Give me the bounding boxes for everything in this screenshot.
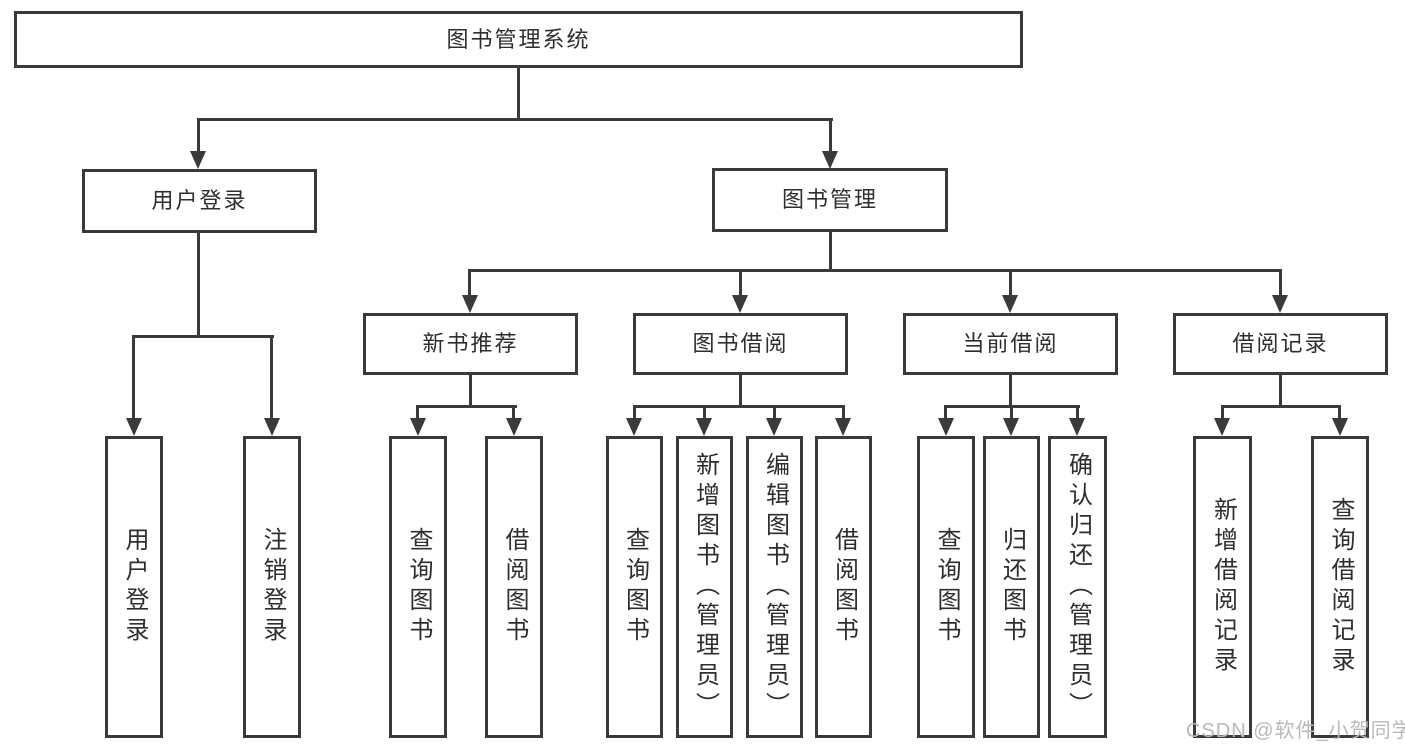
leaf-logout: 注销登录 [243, 436, 301, 738]
arrowhead-bor1 [626, 418, 642, 436]
arrowhead-rec1 [410, 418, 426, 436]
connector-level1-branch [197, 118, 833, 121]
connector-rec1-stem [416, 405, 419, 420]
arrowhead-book-management [822, 151, 838, 169]
arrowhead-recommend [462, 295, 478, 313]
arrowhead-cur3 [1069, 418, 1085, 436]
leaf-return-book: 归还图书 [983, 436, 1040, 738]
leaf-query-books-borrow: 查询图书 [606, 436, 663, 738]
node-book-management: 图书管理 [712, 168, 948, 232]
connector-login-branch [132, 335, 274, 338]
connector-bor4-stem [842, 405, 845, 420]
arrowhead-borrow [732, 295, 748, 313]
connector-level2-branch [468, 269, 1282, 272]
arrowhead-cur1 [938, 418, 954, 436]
connector-login-down [197, 233, 200, 337]
arrowhead-logout-leaf [264, 418, 280, 436]
arrowhead-user-login [190, 151, 206, 169]
arrowhead-current [1002, 295, 1018, 313]
connector-bor1-stem [633, 405, 636, 420]
leaf-query-books-recommend: 查询图书 [389, 436, 447, 738]
connector-l2c-stem [1009, 269, 1012, 297]
connector-rec-down [469, 373, 472, 407]
connector-login1-stem [132, 335, 135, 420]
connector-rec2-stem [512, 405, 515, 420]
connector-login2-stem [270, 335, 273, 420]
leaf-borrow-books-recommend: 借阅图书 [485, 436, 543, 738]
connector-cur3-stem [1076, 405, 1079, 420]
arrowhead-cur2 [1003, 418, 1019, 436]
connector-cur-down [1009, 373, 1012, 407]
leaf-user-login: 用户登录 [105, 436, 163, 738]
arrowhead-rcd2 [1332, 418, 1348, 436]
connector-l2a-stem [468, 269, 471, 297]
leaf-confirm-return-admin: 确认归还（管理员） [1048, 436, 1107, 738]
connector-l2d-stem [1279, 269, 1282, 297]
arrowhead-rcd1 [1214, 418, 1230, 436]
node-current-borrow: 当前借阅 [903, 313, 1118, 375]
connector-bor3-stem [773, 405, 776, 420]
node-new-book-recommend: 新书推荐 [363, 313, 578, 375]
node-borrow-records: 借阅记录 [1173, 313, 1388, 375]
arrowhead-login-leaf [126, 418, 142, 436]
arrowhead-bor3 [766, 418, 782, 436]
connector-bor-down [739, 373, 742, 407]
leaf-add-book-admin: 新增图书（管理员） [676, 436, 733, 738]
connector-cur2-stem [1010, 405, 1013, 420]
leaf-query-books-current: 查询图书 [917, 436, 975, 738]
connector-bor2-stem [703, 405, 706, 420]
connector-rcd-down [1279, 373, 1282, 407]
arrowhead-bor4 [835, 418, 851, 436]
node-root: 图书管理系统 [14, 11, 1023, 68]
connector-cur1-stem [944, 405, 947, 420]
node-user-login: 用户登录 [82, 169, 317, 233]
leaf-query-borrow-record: 查询借阅记录 [1311, 436, 1369, 738]
node-book-borrow: 图书借阅 [633, 313, 848, 375]
connector-mgmt-down [829, 232, 832, 271]
connector-rec-branch [416, 405, 517, 408]
connector-rcd1-stem [1221, 405, 1224, 420]
connector-l2b-stem [739, 269, 742, 297]
connector-mgmt-arrow-stem [829, 118, 832, 153]
arrowhead-bor2 [696, 418, 712, 436]
arrowhead-records [1272, 295, 1288, 313]
connector-bor-branch [633, 405, 845, 408]
arrowhead-rec2 [506, 418, 522, 436]
leaf-add-borrow-record: 新增借阅记录 [1193, 436, 1252, 738]
connector-root-stem [517, 68, 520, 121]
watermark: CSDN @软件_小贺同学 [1186, 720, 1405, 742]
leaf-edit-book-admin: 编辑图书（管理员） [746, 436, 803, 738]
connector-rcd2-stem [1338, 405, 1341, 420]
connector-login-arrow-stem [197, 118, 200, 153]
connector-rcd-branch [1221, 405, 1341, 408]
leaf-borrow-books: 借阅图书 [815, 436, 872, 738]
